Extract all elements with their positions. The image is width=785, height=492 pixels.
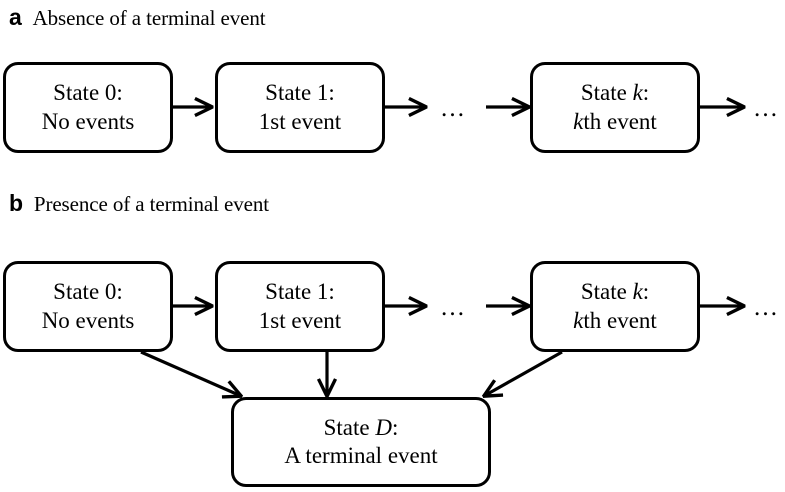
node-b-state-d-line1: State D: <box>323 414 399 440</box>
node-b-state-k[interactable]: State k: kth event <box>530 261 700 352</box>
arrow-b-0-to-d <box>140 350 241 396</box>
panel-b-title: Presence of a terminal event <box>33 192 269 216</box>
panel-b-header: b Presence of a terminal event <box>9 192 269 215</box>
node-b-state-0[interactable]: State 0: No events <box>3 261 173 352</box>
node-b-state-1-line2: 1st event <box>258 307 342 333</box>
ellipsis-a-trailing: … <box>753 95 780 122</box>
arrow-b-k-to-d <box>484 350 563 396</box>
panel-b-letter: b <box>9 190 23 216</box>
node-b-state-0-line2: No events <box>41 307 135 333</box>
node-b-state-k-line1: State k: <box>580 279 650 305</box>
node-a-state-0-line1: State 0: <box>53 80 123 106</box>
node-b-state-d[interactable]: State D: A terminal event <box>231 397 491 487</box>
node-a-state-1-line1: State 1: <box>265 80 335 106</box>
node-b-state-1-line1: State 1: <box>265 279 335 305</box>
node-a-state-k[interactable]: State k: kth event <box>530 62 700 153</box>
ellipsis-a-middle: … <box>440 95 467 122</box>
node-b-state-1[interactable]: State 1: 1st event <box>215 261 385 352</box>
ellipsis-b-trailing: … <box>753 294 780 321</box>
ellipsis-b-middle: … <box>440 294 467 321</box>
node-b-state-k-line2: kth event <box>573 307 657 333</box>
panel-a-header: a Absence of a terminal event <box>9 4 266 30</box>
node-a-state-k-line1: State k: <box>580 80 650 106</box>
node-b-state-d-line2: A terminal event <box>284 443 438 468</box>
node-a-state-1[interactable]: State 1: 1st event <box>215 62 385 153</box>
panel-a-letter: a <box>9 4 22 30</box>
node-a-state-1-line2: 1st event <box>258 108 342 134</box>
panel-a-title: Absence of a terminal event <box>32 6 266 30</box>
node-b-state-0-line1: State 0: <box>53 279 123 305</box>
node-a-state-0[interactable]: State 0: No events <box>3 62 173 153</box>
node-a-state-k-line2: kth event <box>573 108 657 134</box>
node-a-state-0-line2: No events <box>41 108 135 134</box>
